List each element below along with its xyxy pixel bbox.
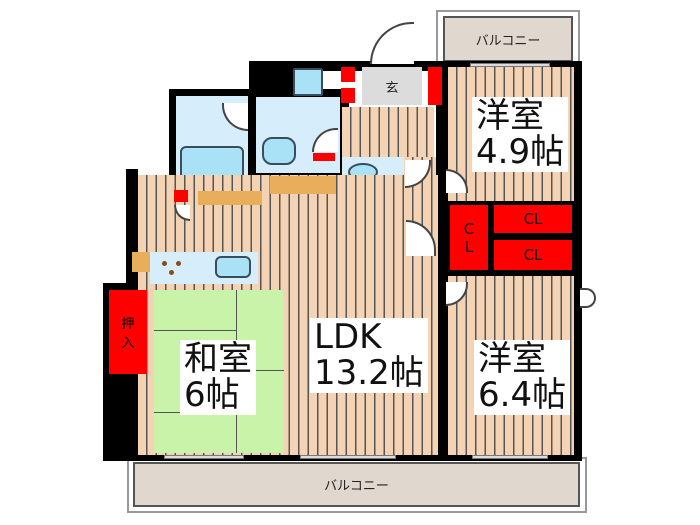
wash-storage xyxy=(313,153,335,161)
entrance-shoebox-3 xyxy=(428,67,442,105)
wall-top-block xyxy=(249,61,581,71)
japanese-room-name: 和室 xyxy=(184,339,252,379)
closet-vertical-label-2: L xyxy=(464,237,474,256)
entrance-shoebox-2 xyxy=(341,88,355,103)
stove-burners-icon xyxy=(158,259,186,279)
closet-lower: CL xyxy=(494,240,572,270)
entrance-door-swing[interactable] xyxy=(370,22,414,64)
ldk-label: LDK 13.2帖 xyxy=(310,317,428,394)
western-room-2 xyxy=(448,276,574,455)
closet-lower-label: CL xyxy=(523,246,543,264)
balcony-bottom-label: バルコニー xyxy=(324,479,389,494)
entrance-shoebox-1 xyxy=(341,67,355,82)
entrance: 玄 xyxy=(362,67,422,105)
closet-vertical-label-1: C xyxy=(463,219,475,238)
tatami-line xyxy=(154,330,236,331)
wall-top-left-block xyxy=(249,61,293,93)
western-room-1-size: 4.9帖 xyxy=(476,131,565,172)
tatami-line xyxy=(236,370,284,371)
japanese-room-label: 和室 6帖 xyxy=(180,339,256,416)
closet-vertical: C L xyxy=(450,205,488,270)
balcony-top-label: バルコニー xyxy=(475,33,541,49)
western-room-2-name: 洋室 xyxy=(478,339,546,379)
counter-top-1 xyxy=(198,191,262,205)
window-ldk-bottom xyxy=(300,455,396,459)
bathtub xyxy=(180,146,244,180)
window-west1-top xyxy=(470,63,550,67)
washbasin xyxy=(262,137,296,165)
ldk-size: 13.2帖 xyxy=(314,352,424,393)
counter-top-2 xyxy=(270,176,336,194)
entrance-label: 玄 xyxy=(385,80,399,96)
balcony-bottom: バルコニー xyxy=(133,462,580,507)
western-room-2-label: 洋室 6.4帖 xyxy=(474,339,571,416)
kitchen-sink xyxy=(215,256,251,278)
ldk-storage xyxy=(174,190,188,202)
window-washitsu-bottom xyxy=(164,455,244,459)
oshiire: 押 入 xyxy=(109,290,147,374)
western-room-1-label: 洋室 4.9帖 xyxy=(472,96,569,173)
kitchen-counter-end xyxy=(132,252,150,272)
oshiire-label-2: 入 xyxy=(121,336,135,351)
western-room-1-name: 洋室 xyxy=(476,96,544,136)
ldk-name: LDK xyxy=(314,317,382,357)
closet-upper: CL xyxy=(494,205,572,233)
japanese-room-size: 6帖 xyxy=(184,374,240,415)
washing-machine xyxy=(293,68,323,96)
western-room-2-size: 6.4帖 xyxy=(478,374,567,415)
closet-upper-label: CL xyxy=(523,210,543,228)
window-west2-bottom xyxy=(472,455,548,459)
balcony-top: バルコニー xyxy=(443,16,573,62)
oshiire-label-1: 押 xyxy=(121,317,135,332)
hallway-floor xyxy=(342,107,434,157)
door-balcony-west2[interactable] xyxy=(580,288,596,308)
